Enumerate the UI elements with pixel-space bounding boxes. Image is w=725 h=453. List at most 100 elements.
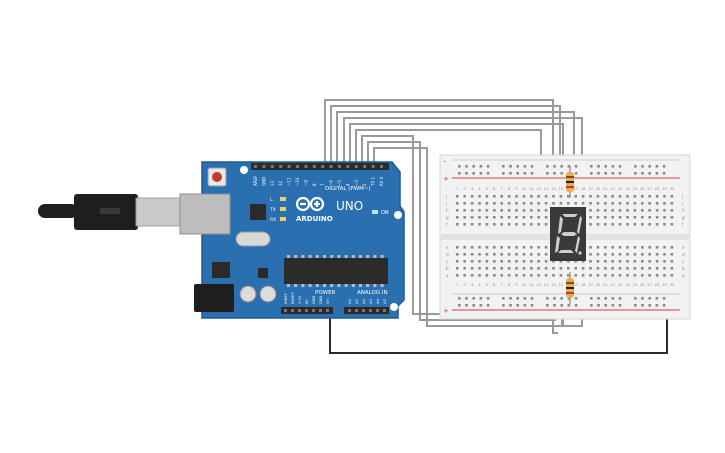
digital-pin-label: 4 (345, 183, 350, 186)
breadboard-hole (626, 216, 629, 219)
breadboard-hole (537, 260, 540, 263)
digital-pin-label: ~5 (337, 180, 342, 186)
breadboard-hole (648, 267, 651, 270)
breadboard-hole (559, 260, 563, 263)
column-number: 7 (501, 283, 503, 287)
atmega-chip (284, 258, 388, 284)
crystal-oscillator (235, 231, 271, 247)
row-letter: a (682, 273, 685, 278)
breadboard-hole (626, 202, 629, 205)
column-number: 8 (508, 283, 511, 287)
power-pin-label: 3.3V (298, 295, 302, 304)
column-number: 1 (456, 283, 458, 287)
digital-pin-label: 2 (362, 183, 367, 186)
rail-hole (516, 297, 519, 300)
row-letter: h (446, 208, 449, 213)
breadboard-hole (537, 209, 540, 212)
rail-hole (472, 297, 475, 300)
wire-4[interactable] (343, 117, 583, 327)
rail-hole (530, 165, 534, 168)
analog-header[interactable] (344, 307, 389, 314)
breadboard-hole (463, 253, 466, 256)
column-number: 5 (486, 187, 488, 191)
breadboard-hole (485, 209, 489, 212)
breadboard-hole (663, 246, 666, 249)
rail-hole (546, 172, 549, 175)
breadboard-hole (633, 267, 637, 270)
digital-pin-label: 8 (312, 183, 317, 186)
breadboard-hole (507, 195, 511, 198)
chip-pin (366, 255, 370, 258)
column-number: 22 (610, 283, 615, 287)
rail-hole (662, 172, 666, 175)
breadboard-hole (507, 216, 511, 219)
rail-hole (458, 297, 461, 300)
breadboard-hole (515, 274, 518, 277)
breadboard-hole (485, 260, 489, 263)
wire-9[interactable] (373, 147, 563, 327)
resistor-bottom[interactable] (566, 272, 574, 304)
header-hole (312, 165, 316, 168)
breadboard-hole (611, 260, 614, 263)
rail-hole (574, 297, 578, 300)
rail-hole (509, 297, 512, 300)
wire-3[interactable] (336, 111, 575, 172)
column-number: 23 (618, 187, 623, 191)
rail-hole (662, 297, 666, 300)
wire-2[interactable] (330, 105, 561, 172)
rail-hole (567, 165, 571, 168)
breadboard-hole (559, 195, 563, 198)
breadboard-hole (581, 260, 585, 263)
breadboard-hole (618, 260, 622, 263)
rail-hole (618, 172, 622, 175)
breadboard-hole (641, 274, 644, 277)
rail-hole (590, 165, 593, 168)
row-letter: a (446, 273, 449, 278)
rail-hole (458, 172, 461, 175)
header-hole (305, 309, 308, 312)
breadboard-hole (633, 260, 637, 263)
chip-pin (308, 284, 312, 287)
breadboard-hole (530, 246, 533, 249)
header-hole (304, 165, 308, 168)
rail-hole (662, 304, 666, 307)
breadboard-hole (500, 223, 503, 226)
digital-pin-label: 7 (320, 183, 325, 186)
breadboard-hole (611, 216, 614, 219)
row-letter: d (682, 252, 685, 257)
breadboard-hole (470, 223, 474, 226)
rail-hole (458, 165, 461, 168)
header-hole (380, 165, 383, 168)
seven-segment-display[interactable]: 8 (550, 207, 586, 261)
reset-button-cap[interactable] (212, 172, 222, 182)
breadboard-hole (567, 267, 570, 270)
rail-hole (634, 297, 637, 300)
wire-1[interactable] (324, 99, 558, 334)
rail-hole (472, 172, 475, 175)
breadboard-hole (500, 209, 503, 212)
breadboard-hole (515, 216, 518, 219)
rail-hole (567, 297, 571, 300)
chip-pin (337, 284, 341, 287)
breadboard-hole (485, 223, 489, 226)
rail-hole (560, 304, 563, 307)
digital-header[interactable] (251, 163, 389, 170)
usb-cable[interactable] (38, 194, 181, 230)
resistor-top[interactable] (566, 166, 574, 198)
rail-hole (560, 172, 563, 175)
rail-hole (590, 297, 593, 300)
rail-hole (509, 165, 512, 168)
breadboard-hole (537, 223, 540, 226)
breadboard-hole (670, 216, 674, 219)
chip-pin (344, 255, 348, 258)
header-hole (369, 309, 372, 312)
breadboard-column-numbers-top: 1234567891011121314151617181920212223242… (456, 187, 675, 191)
breadboard-hole (604, 246, 607, 249)
rail-hole (634, 165, 637, 168)
breadboard-hole (463, 216, 466, 219)
rail-hole (655, 304, 659, 307)
breadboard-column-numbers-bottom: 1234567891011121314151617181920212223242… (456, 283, 675, 287)
breadboard-hole (537, 253, 540, 256)
